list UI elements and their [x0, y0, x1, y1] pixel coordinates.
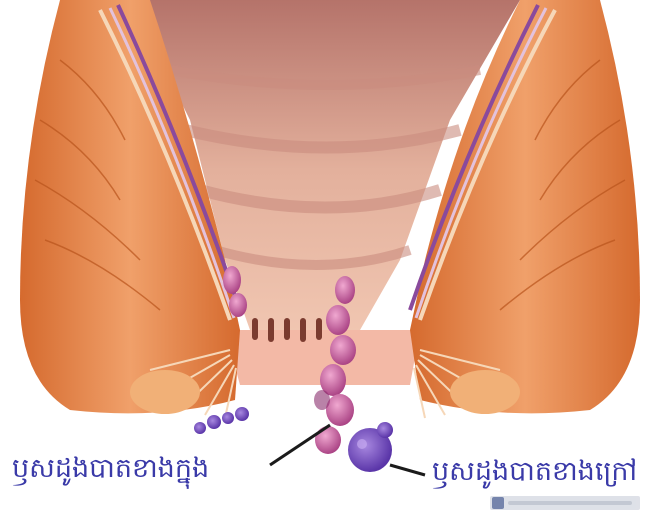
watermark-text-blur [508, 501, 632, 505]
external-nodules [194, 407, 249, 434]
internal-hemorrhoid-label: ឫសដូងបាតខាងក្នុង [12, 455, 209, 482]
external-hemorrhoid-label: ឫសដូងបាតខាងក្រៅ [432, 458, 637, 485]
watermark [490, 496, 640, 510]
facebook-icon [492, 497, 504, 509]
external-hemorrhoid [348, 422, 393, 472]
external-pointer-line [390, 465, 425, 475]
